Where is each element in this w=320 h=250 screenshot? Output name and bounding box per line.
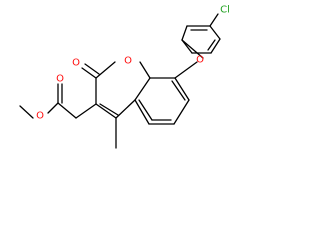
bond — [174, 61, 198, 79]
bond — [57, 102, 77, 119]
bond — [115, 99, 136, 119]
bond — [99, 103, 119, 116]
ester-carbonyl-oxygen-label: O — [56, 74, 64, 85]
bonds — [19, 13, 221, 149]
bond — [181, 39, 193, 54]
bond — [84, 63, 100, 75]
bond — [181, 39, 204, 59]
chlorine-label: Cl — [220, 5, 230, 16]
bond — [47, 102, 59, 114]
bond — [209, 13, 219, 27]
bond — [75, 103, 97, 119]
bond — [174, 77, 190, 101]
bond — [19, 105, 34, 119]
ether-oxygen-label: O — [196, 55, 204, 66]
carbonyl-oxygen-label: O — [72, 58, 80, 69]
bond — [95, 61, 116, 79]
bond — [138, 99, 153, 121]
bond — [173, 99, 190, 125]
bond — [210, 38, 221, 54]
bond — [95, 103, 117, 119]
ester-alkoxy-oxygen-label: O — [36, 111, 44, 122]
bond — [171, 80, 186, 101]
ring-oxygen-label: O — [124, 56, 132, 67]
bond — [181, 25, 188, 41]
bond — [134, 99, 150, 125]
bond — [81, 67, 97, 79]
bond — [134, 77, 151, 101]
molecule-structure: O O O O O Cl — [19, 5, 230, 149]
bond — [207, 39, 216, 51]
bond — [209, 25, 221, 40]
atom-labels: O O O O O Cl — [36, 5, 230, 122]
bond — [139, 61, 151, 79]
structure-canvas: O O O O O Cl — [19, 5, 230, 149]
